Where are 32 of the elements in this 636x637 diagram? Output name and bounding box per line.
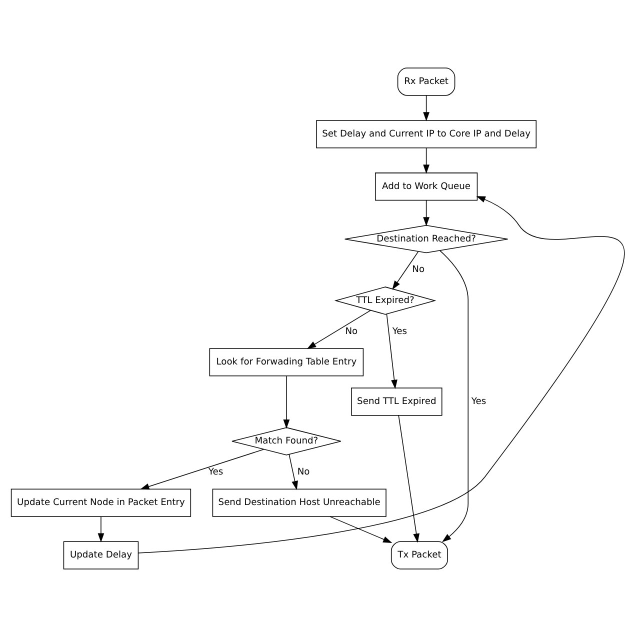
- arrow: [288, 454, 298, 490]
- node-box: Send Destination Host Unreachable: [212, 488, 386, 517]
- arrow: [283, 376, 290, 429]
- arrow: [138, 196, 624, 554]
- edge-label: Yes: [471, 397, 486, 408]
- node-diamond: Destination Reached?: [344, 225, 508, 254]
- arrow: [140, 449, 264, 490]
- arrow: [440, 250, 468, 542]
- arrow: [386, 314, 398, 389]
- arrow: [423, 148, 430, 174]
- node-diamond: TTL Expired?: [334, 286, 436, 315]
- arrow: [398, 415, 420, 543]
- edge-label: No: [297, 467, 310, 478]
- node-box: Rx Packet: [397, 68, 456, 96]
- edge-label: Yes: [392, 326, 408, 337]
- node-box: Update Delay: [63, 541, 139, 570]
- arrow: [423, 200, 430, 226]
- arrow: [330, 516, 392, 543]
- arrow: [392, 251, 419, 290]
- node-box: Set Delay and Current IP to Core IP and Delay: [316, 120, 537, 148]
- node-diamond: Match Found?: [232, 427, 342, 456]
- node-box: Send TTL Expired: [351, 388, 442, 416]
- arrow: [98, 516, 104, 542]
- node-box: Look for Forwading Table Entry: [209, 348, 364, 376]
- arrow: [306, 310, 371, 349]
- edge-label: Yes: [208, 467, 224, 478]
- node-box: Add to Work Queue: [375, 172, 478, 201]
- arrow: [423, 95, 430, 122]
- node-box: Update Current Node in Packet Entry: [10, 488, 192, 517]
- edge-label: No: [345, 326, 358, 337]
- edge-label: No: [412, 265, 425, 276]
- node-box: Tx Packet: [390, 541, 448, 570]
